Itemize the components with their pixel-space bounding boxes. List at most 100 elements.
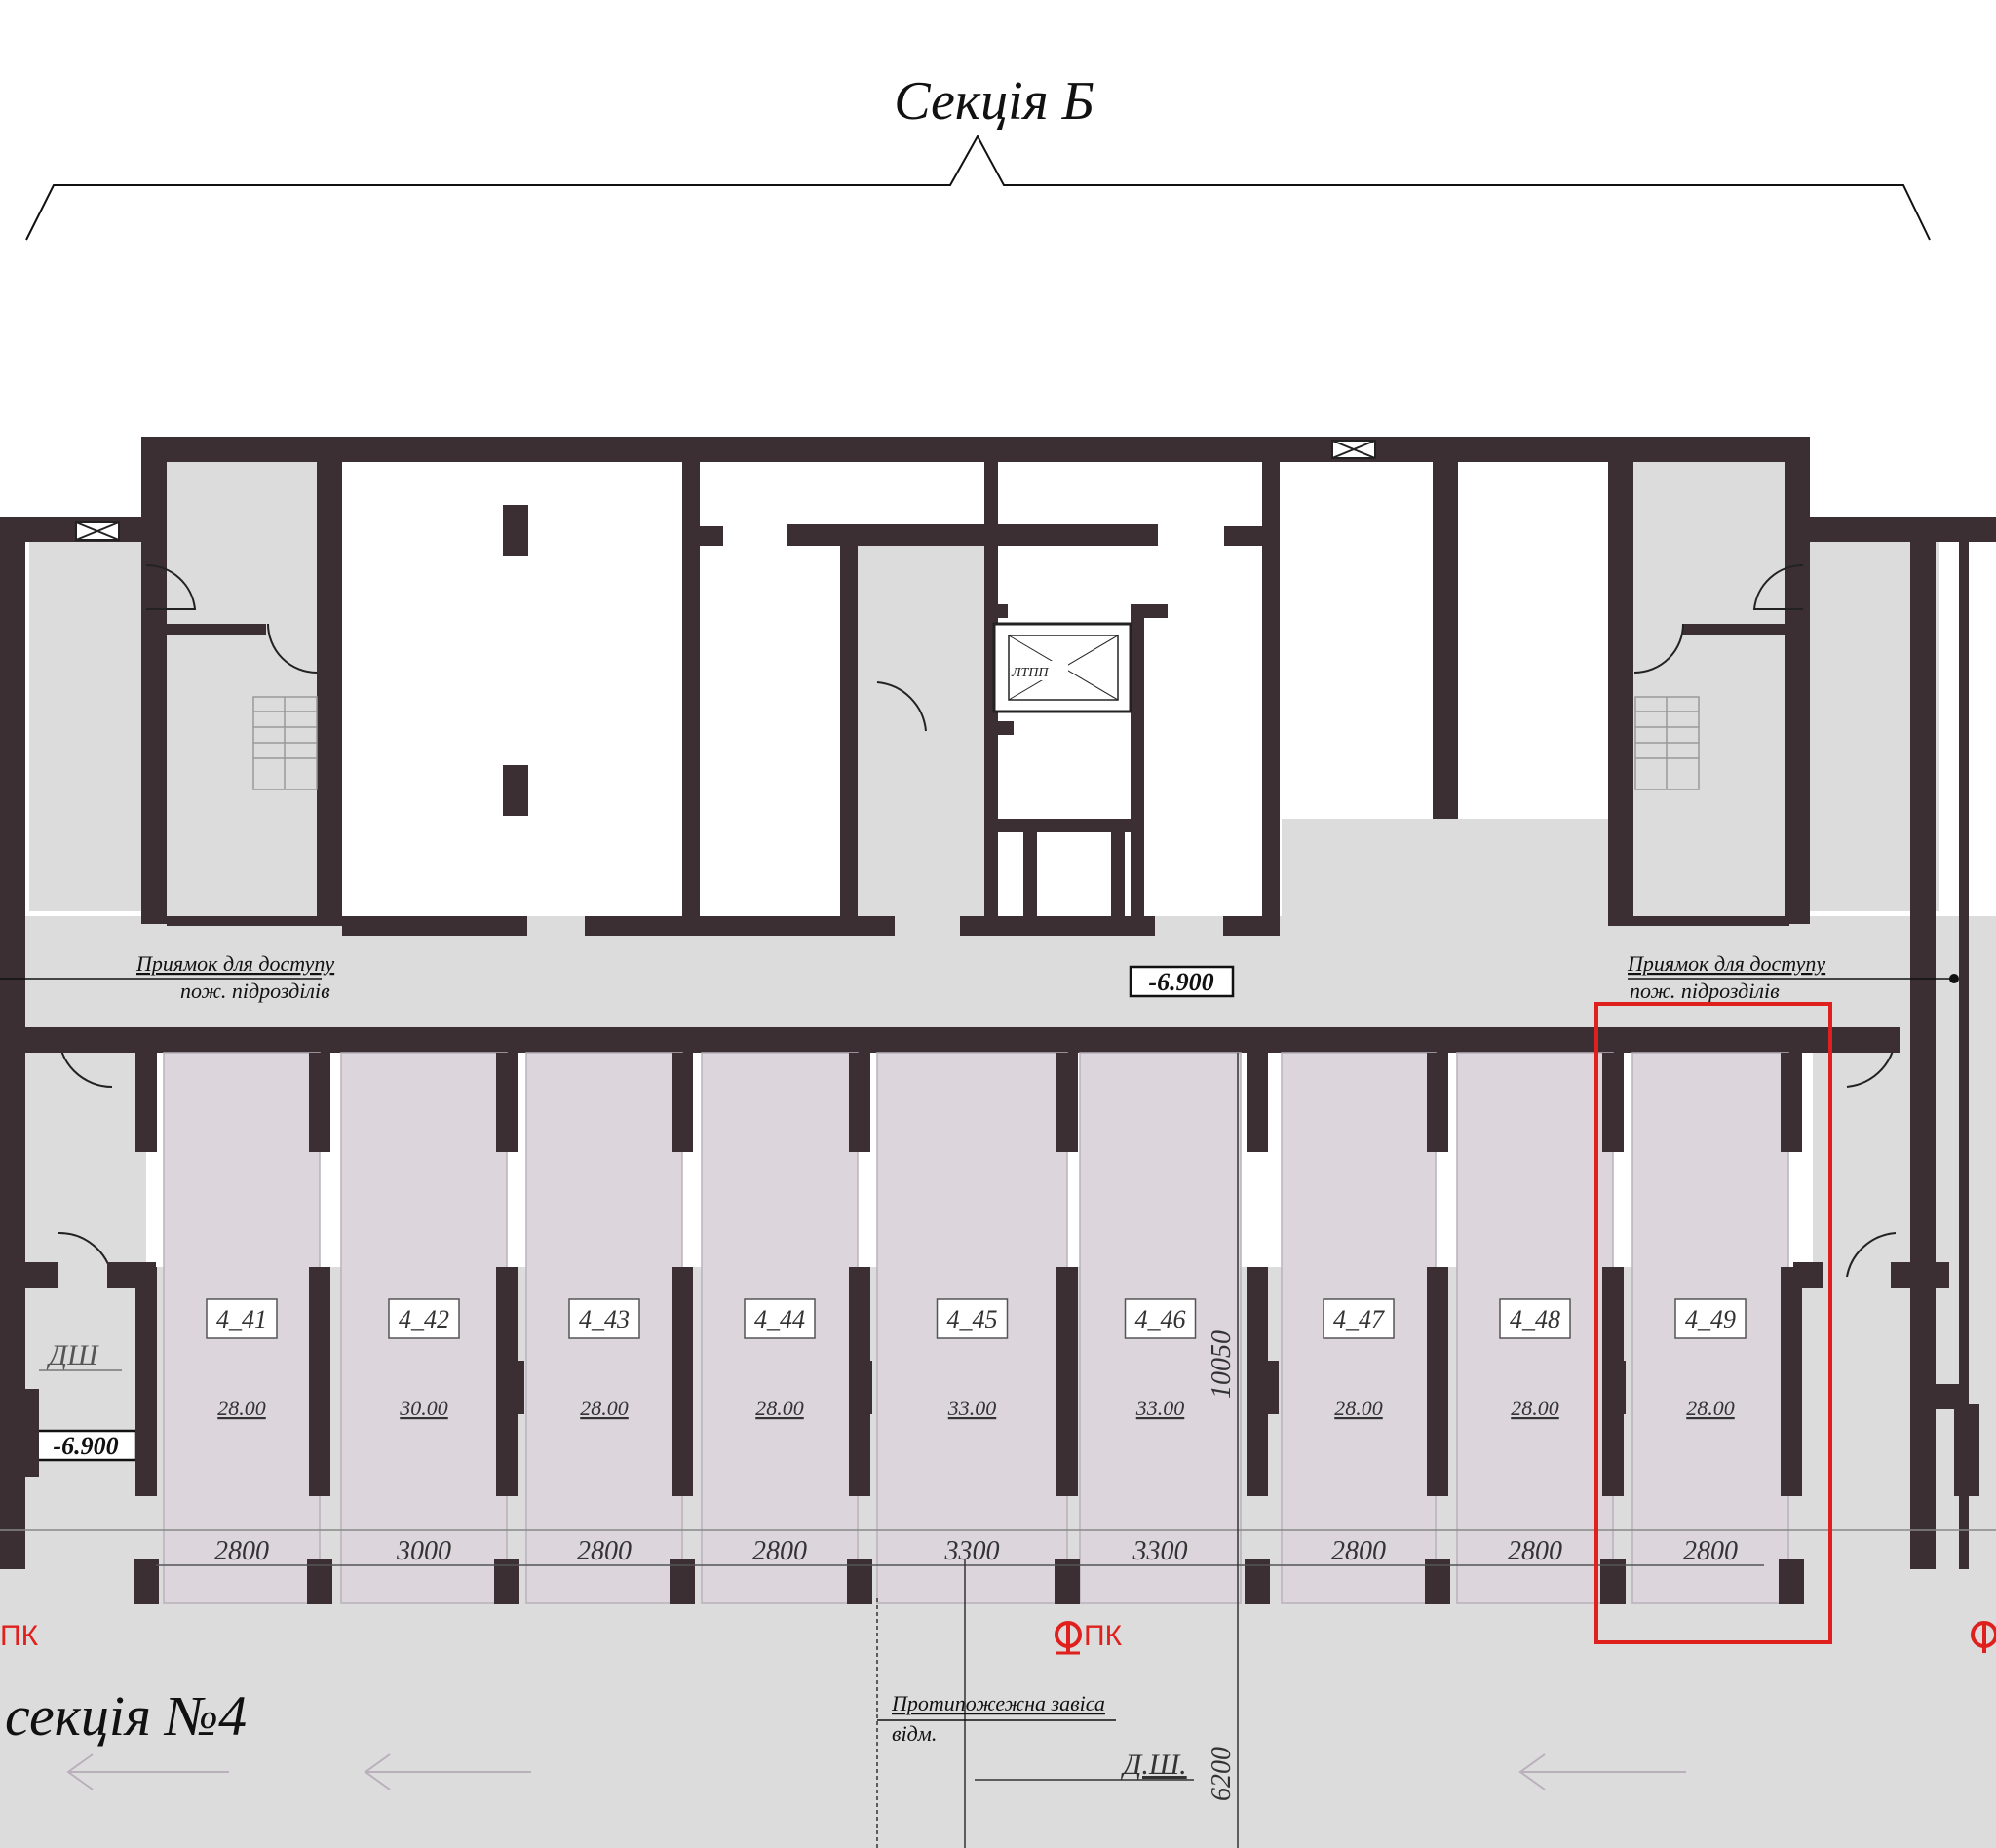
space-area: 28.00 [217, 1396, 266, 1420]
wall-stub [1259, 1361, 1279, 1414]
column-base [1779, 1559, 1804, 1604]
space-area: 28.00 [1686, 1396, 1735, 1420]
stair-left [252, 696, 318, 790]
space-number: 4_45 [947, 1305, 998, 1333]
fire-hydrant-icon [1055, 1621, 1082, 1655]
highlight-frame[interactable] [1594, 1002, 1832, 1644]
space-area: 30.00 [399, 1396, 448, 1420]
hydrant-label: ПК [1084, 1620, 1123, 1652]
section-bracket [25, 134, 1931, 241]
space-area: 28.00 [1334, 1396, 1383, 1420]
space-number: 4_42 [399, 1305, 449, 1333]
space-width-dimension: 2800 [214, 1536, 269, 1566]
lobby-floor [1282, 819, 1613, 926]
column-wall [1247, 1053, 1268, 1152]
space-number: 4_44 [754, 1305, 805, 1333]
space-number-box [1124, 1298, 1197, 1339]
stair-hall-right [1628, 458, 1793, 916]
wall-stub [136, 1361, 156, 1414]
column-wall [1427, 1267, 1448, 1496]
column-wall [672, 1053, 693, 1152]
ltp-label: ЛТПП [1011, 666, 1049, 680]
column-wall [1781, 1053, 1802, 1152]
vent-icons [75, 440, 1376, 541]
column-base [1425, 1559, 1450, 1604]
section-title: Секція Б [894, 71, 1094, 132]
column-base [847, 1559, 872, 1604]
space-number: 4_46 [1135, 1305, 1186, 1333]
column-base [494, 1559, 519, 1604]
space-number: 4_47 [1333, 1305, 1385, 1333]
space-number-box [1674, 1298, 1746, 1339]
column-base [134, 1559, 159, 1604]
column-wall [1056, 1267, 1078, 1496]
dim-vertical-top: 10050 [1207, 1330, 1237, 1399]
wall-stub [505, 1361, 524, 1414]
column-base [307, 1559, 332, 1604]
space-area: 33.00 [1135, 1396, 1185, 1420]
fire-curtain-label-1: Протипожежна завіса [891, 1691, 1105, 1715]
pit-label-left-1: Приямок для доступу [135, 951, 334, 976]
lower-wall-top [49, 1027, 1900, 1053]
level-mark-center [1129, 965, 1235, 998]
wall-stub [853, 1361, 872, 1414]
pit-label-right-2: пож. підрозділів [1630, 979, 1780, 1003]
space-number-box [568, 1298, 640, 1339]
direction-arrows [66, 1753, 1686, 1790]
space-width-dimension: 3300 [944, 1536, 1000, 1566]
dim-vertical-bottom: 6200 [1207, 1747, 1237, 1801]
space-area: 33.00 [947, 1396, 997, 1420]
space-number: 4_49 [1685, 1305, 1736, 1333]
space-number-box [936, 1298, 1009, 1339]
space-area: 28.00 [580, 1396, 629, 1420]
vestibule-floor [858, 546, 984, 916]
stair-right [1634, 696, 1700, 790]
space-number-box [744, 1298, 816, 1339]
space-number-box [1323, 1298, 1395, 1339]
section-left-label: секція №4 [5, 1684, 247, 1748]
column-wall [309, 1267, 330, 1496]
space-width-dimension: 2800 [1508, 1536, 1562, 1566]
space-number-box [206, 1298, 278, 1339]
space-width-dimension: 3300 [1132, 1536, 1188, 1566]
space-width-dimension: 2800 [752, 1536, 807, 1566]
ltp-box [992, 622, 1132, 713]
side-floor-left [19, 1023, 146, 1287]
space-number-box [388, 1298, 460, 1339]
space-width-dimension: 2800 [1331, 1536, 1386, 1566]
parking-spaces: 4_41 28.00 2800 4_42 30.00 3000 4_43 28.00 2800 4… [134, 1052, 1804, 1604]
stair-hall-left [156, 458, 322, 916]
space-area: 28.00 [1511, 1396, 1559, 1420]
space-width-dimension: 2800 [1683, 1536, 1738, 1566]
fire-curtain-label-2: відм. [892, 1721, 937, 1746]
hydrant-label-left: ПК [0, 1620, 39, 1652]
column-base [670, 1559, 695, 1604]
column-wall [1056, 1053, 1078, 1152]
wall-stub [1606, 1361, 1626, 1414]
column-wall [1247, 1267, 1268, 1496]
space-number: 4_41 [216, 1305, 267, 1333]
dsh-left-label: ДШ [46, 1339, 99, 1371]
column-wall [1602, 1053, 1624, 1152]
pit-label-right-1: Приямок для доступу [1627, 951, 1825, 976]
side-room-floor [29, 541, 146, 911]
pit-label-left-2: пож. підрозділів [180, 979, 330, 1003]
space-number-box [1499, 1298, 1571, 1339]
walls-lower [0, 1027, 1979, 1496]
dsh-bottom-label: Д.Ш. [1120, 1749, 1186, 1781]
space-number: 4_48 [1510, 1305, 1560, 1333]
column-base [1245, 1559, 1270, 1604]
space-area: 28.00 [755, 1396, 804, 1420]
column-wall [135, 1053, 157, 1152]
space-number: 4_43 [579, 1305, 630, 1333]
level-mark-center-text: -6.900 [1148, 968, 1213, 996]
column-wall [1427, 1053, 1448, 1152]
space-width-dimension: 3000 [396, 1536, 451, 1566]
column-base [1600, 1559, 1626, 1604]
fire-hydrant-right-icon [1971, 1621, 1996, 1653]
column-wall [1781, 1267, 1802, 1496]
column-wall [496, 1053, 518, 1152]
level-mark-left-text: -6.900 [53, 1432, 118, 1460]
column-wall [309, 1053, 330, 1152]
